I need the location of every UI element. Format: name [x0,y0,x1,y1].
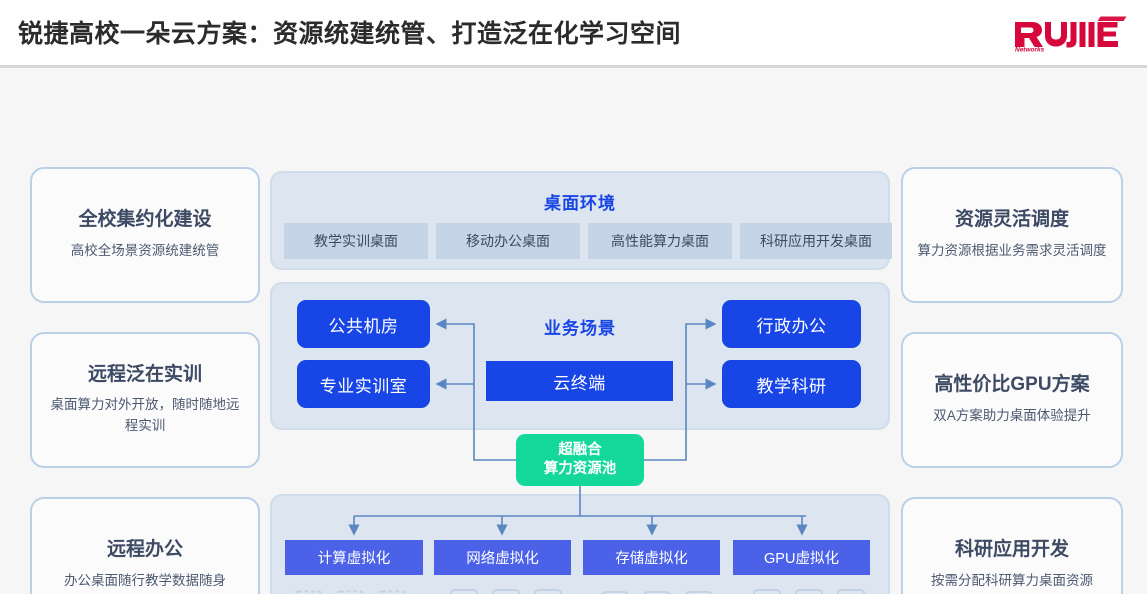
network-chip-icon [449,589,479,594]
gpu-icon-row [751,587,867,594]
desktop-chip-3[interactable]: 高性能算力桌面 [588,223,732,259]
gpu-chip-icon [752,589,782,594]
diagram-stage: 全校集约化建设 高校全场景资源统建统管 远程泛在实训 桌面算力对外开放，随时随地… [0,68,1147,594]
left-card-1-desc: 高校全场景资源统建统管 [70,242,220,258]
left-card-1-title: 全校集约化建设 [78,209,212,231]
business-box-teaching-research[interactable]: 教学科研 [722,360,861,408]
storage-icon-row [599,587,715,594]
pool-line-1: 超融合 [558,442,602,459]
network-chip-icon [491,589,521,594]
desktop-chip-2[interactable]: 移动办公桌面 [436,223,580,259]
hyperconverged-pool-box[interactable]: 超融合 算力资源池 [516,434,644,486]
left-card-3-desc: 办公桌面随行教学数据随身 [64,572,226,588]
desktop-chip-1[interactable]: 教学实训桌面 [284,223,428,259]
network-icon-row [448,587,564,594]
desktop-panel-title: 桌面环境 [544,194,616,213]
business-box-training-room[interactable]: 专业实训室 [297,360,430,408]
left-card-2-desc: 桌面算力对外开放，随时随地远程实训 [50,397,240,434]
cpu-icon: CPU [334,590,366,594]
right-card-3-title: 科研应用开发 [954,539,1069,561]
left-card-1[interactable]: 全校集约化建设 高校全场景资源统建统管 [30,167,260,303]
cpu-icon-row: CPU CPU CPU [292,587,408,594]
right-card-2[interactable]: 高性价比GPU方案 双A方案助力桌面体验提升 [901,332,1123,468]
desktop-chip-row: 教学实训桌面 移动办公桌面 高性能算力桌面 科研应用开发桌面 [284,223,892,259]
right-card-2-title: 高性价比GPU方案 [934,374,1090,396]
right-card-1[interactable]: 资源灵活调度 算力资源根据业务需求灵活调度 [901,167,1123,303]
business-panel-title: 业务场景 [544,319,616,338]
desktop-chip-4[interactable]: 科研应用开发桌面 [740,223,892,259]
right-card-2-desc: 双A方案助力桌面体验提升 [933,407,1091,423]
left-card-3[interactable]: 远程办公 办公桌面随行教学数据随身 [30,497,260,594]
left-card-3-title: 远程办公 [106,539,183,561]
gpu-chip-icon [794,589,824,594]
pool-line-2: 算力资源池 [543,461,617,477]
virt-box-gpu[interactable]: GPU虚拟化 [733,540,870,575]
page-header: 锐捷高校一朵云方案：资源统建统管、打造泛在化学习空间 Networks [0,0,1147,68]
virt-box-storage[interactable]: 存储虚拟化 [583,540,720,575]
database-icon [684,590,714,594]
ruijie-logo-icon: Networks [1015,16,1127,54]
left-card-2-title: 远程泛在实训 [87,363,202,385]
business-box-public-lab[interactable]: 公共机房 [297,300,430,348]
virt-box-compute[interactable]: 计算虚拟化 [285,540,423,575]
left-card-2[interactable]: 远程泛在实训 桌面算力对外开放，随时随地远程实训 [30,332,260,468]
business-box-admin-office[interactable]: 行政办公 [722,300,861,348]
right-card-3-desc: 按需分配科研算力桌面资源 [931,572,1093,588]
database-icon [642,590,672,594]
gpu-chip-icon [836,589,866,594]
right-card-1-desc: 算力资源根据业务需求灵活调度 [917,242,1107,258]
page-title: 锐捷高校一朵云方案：资源统建统管、打造泛在化学习空间 [18,20,682,48]
cpu-icon: CPU [292,590,324,594]
right-card-3[interactable]: 科研应用开发 按需分配科研算力桌面资源 [901,497,1123,594]
svg-text:Networks: Networks [1015,47,1045,54]
cpu-icon: CPU [376,590,408,594]
virt-box-network[interactable]: 网络虚拟化 [434,540,571,575]
right-card-1-title: 资源灵活调度 [954,209,1069,231]
network-chip-icon [533,589,563,594]
business-box-cloud-terminal[interactable]: 云终端 [486,361,673,401]
database-icon [600,590,630,594]
desktop-environment-panel: 桌面环境 教学实训桌面 移动办公桌面 高性能算力桌面 科研应用开发桌面 [270,171,892,270]
